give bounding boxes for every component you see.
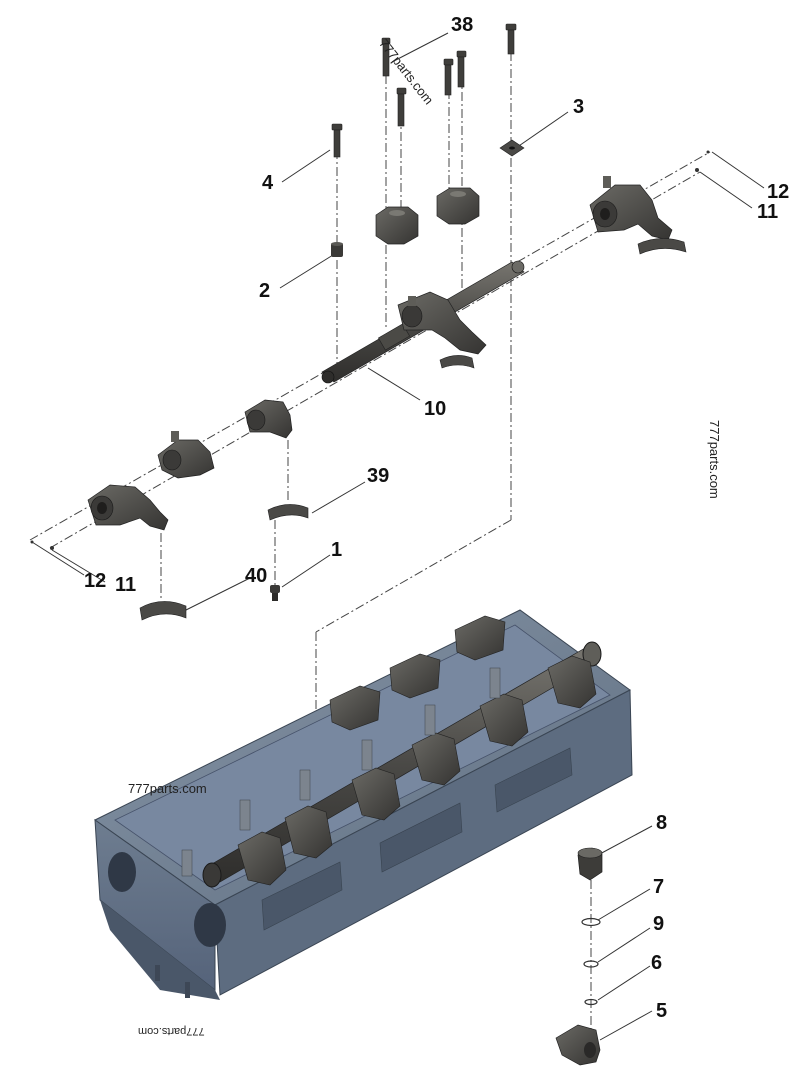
callout-6: 6: [651, 952, 663, 974]
callout-40: 40: [245, 565, 268, 587]
o-ring-part-9: [583, 960, 599, 968]
callout-3: 3: [573, 96, 585, 118]
callout-12-left: 12: [84, 570, 107, 592]
bolts: [331, 23, 517, 158]
callout-7: 7: [653, 876, 665, 898]
rocker-arm-assembly-shaft: [397, 291, 487, 369]
assembled-rocker-arms: [237, 615, 597, 886]
rocker-arm-right: [589, 150, 710, 255]
callout-38: 38: [451, 14, 474, 36]
callout-39: 39: [367, 465, 390, 487]
adjusting-screw-part-1: [270, 585, 280, 601]
callout-5: 5: [656, 1000, 668, 1022]
watermark-bottom: 777parts.com: [138, 1025, 205, 1037]
callout-12-right: 12: [767, 181, 790, 203]
shaft-supports: [375, 187, 480, 245]
o-ring-part-7: [581, 917, 601, 927]
watermark-middle: 777parts.com: [128, 781, 207, 796]
callout-11-left: 11: [115, 574, 137, 596]
rocker-arm-left-3: [244, 399, 293, 439]
valve-bridge-part-39: [267, 504, 309, 521]
valve-bridge-part-40: [139, 601, 187, 621]
callout-4: 4: [262, 172, 274, 194]
callout-8: 8: [656, 812, 668, 834]
callout-11-right: 11: [757, 201, 779, 223]
spacer-part-2: [331, 242, 343, 257]
valve-springs: [181, 667, 501, 877]
plug-part-8: [577, 847, 603, 881]
watermark-right: 777parts.com: [707, 420, 722, 499]
callout-1: 1: [331, 539, 343, 561]
leader-lines: [31, 32, 765, 1041]
callout-9: 9: [653, 913, 665, 935]
rocker-arm-left-1: [30, 484, 169, 550]
o-ring-part-6: [584, 998, 598, 1006]
callout-10: 10: [424, 398, 447, 420]
rocker-arm-left-2: [157, 431, 215, 479]
callout-2: 2: [259, 280, 271, 302]
washer-part-3: [499, 139, 525, 157]
housing-part-5: [555, 1024, 601, 1066]
